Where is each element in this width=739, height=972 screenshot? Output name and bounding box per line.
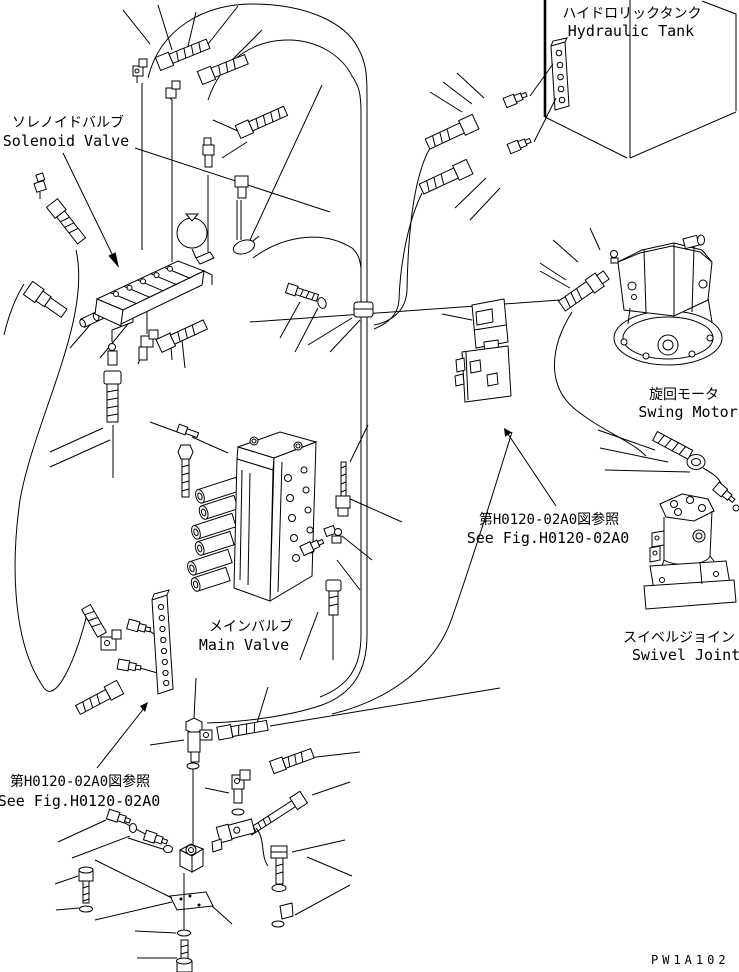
main-valve-label-en: Main Valve (199, 636, 289, 654)
hose-clamp (284, 282, 374, 318)
hose-fitting (154, 38, 211, 72)
hose-fitting (268, 747, 315, 775)
elbow-fitting (231, 769, 251, 816)
solenoid-valve-label-jp: ソレノイドバルブ (12, 114, 124, 131)
mount-plate (169, 891, 214, 911)
bottom-assembly (78, 717, 315, 972)
tank-hose-end (418, 158, 474, 195)
manifold-bar (151, 594, 174, 695)
valve-top-bolt (175, 423, 200, 439)
see-fig-right-label-jp: 第H0120-02A0図参照 (479, 511, 619, 528)
hose-fitting (155, 319, 208, 354)
mount-bolt (78, 866, 94, 913)
tank-port-manifold (550, 37, 570, 111)
check-valve-fitting (202, 137, 215, 168)
main-valve-label-jp: メインバルブ (209, 618, 293, 635)
tee-fitting (185, 717, 213, 770)
hose-coupling (22, 280, 68, 319)
swivel-flange-lower (643, 579, 737, 610)
left-hose-fittings (3, 172, 87, 336)
junction-manifold (74, 589, 174, 716)
clamp-washer (317, 297, 327, 309)
hose-fitting (45, 197, 87, 245)
hydraulic-tank-label-en: Hydraulic Tank (568, 22, 694, 40)
main-valve-left (233, 458, 274, 602)
clamp-bolt (284, 282, 320, 302)
washer (271, 920, 285, 928)
elbow-fitting (132, 58, 148, 83)
leader-lines (49, 4, 691, 959)
block-fitting (163, 838, 223, 873)
motor-hose-fitting (557, 270, 610, 312)
hose-fitting (216, 719, 269, 741)
cap-fitting (107, 343, 118, 366)
pipe-fitting (234, 175, 249, 199)
labels: ハイドロリックタンク Hydraulic Tank ソレノイドバルブ Solen… (0, 6, 739, 967)
small-fitting (33, 172, 47, 199)
top-left-fittings (132, 38, 289, 199)
valve-side-bolt (177, 444, 194, 498)
main-valve (175, 423, 351, 616)
swing-motor (557, 234, 723, 366)
accumulator-valve-cap (184, 213, 200, 222)
accumulator-ball (176, 217, 208, 249)
washer (79, 905, 93, 913)
hydraulic-tank-label-jp: ハイドロリックタンク (562, 6, 701, 22)
swivel-joint (643, 430, 739, 610)
see-fig-bottom-arrowhead (140, 702, 148, 712)
clamp-ring (232, 239, 256, 255)
solenoid-valve-assembly (79, 213, 260, 328)
elbow-fitting (165, 80, 181, 101)
see-fig-bottom-leader (96, 706, 146, 769)
elbow-fitting (138, 329, 159, 361)
hose-fitting (234, 105, 289, 140)
swivel-joint-label-jp: スイベルジョイント (623, 630, 739, 646)
hose-coupling (215, 818, 256, 844)
bracket-component (454, 298, 512, 403)
figure-code: PW1A102 (651, 953, 730, 967)
washer (177, 929, 191, 937)
see-fig-right-leader (507, 433, 557, 507)
lower-hose-end (74, 679, 125, 716)
flange-bolt (270, 845, 294, 928)
washer (231, 808, 245, 816)
see-fig-bottom-label-jp: 第H0120-02A0図参照 (10, 773, 150, 790)
swivel-hose-flange (686, 454, 706, 470)
mid-left-fittings (103, 319, 208, 423)
solenoid-label-leader (62, 152, 115, 259)
solenoid-valve-body-front (94, 298, 124, 327)
washer (186, 762, 200, 770)
hose-fitting (196, 53, 249, 86)
swivel-hose (651, 430, 694, 460)
valve-stud (335, 461, 351, 517)
see-fig-bottom-label-en: See Fig.H0120-02A0 (0, 792, 160, 810)
washer (271, 884, 287, 892)
o-ring (129, 823, 137, 833)
accumulator-bracket (195, 251, 215, 265)
motor-top-port (682, 234, 705, 250)
solenoid-valve-body-side (120, 270, 205, 325)
swing-motor-label-jp: 旋回モータ (649, 387, 719, 403)
motor-cap (610, 250, 619, 264)
see-fig-right-label-en: See Fig.H0120-02A0 (467, 529, 630, 547)
reference-arrows (62, 152, 557, 769)
bottom-bolt (176, 929, 193, 972)
bracket-lower (461, 345, 512, 403)
pressure-sensor-fitting (323, 524, 342, 544)
long-bolt (247, 790, 309, 836)
solenoid-valve-label-en: Solenoid Valve (3, 132, 129, 150)
manifold-hose (80, 603, 108, 638)
hose-end-fitting (103, 370, 122, 423)
hydraulic-tank (418, 0, 737, 195)
tank-hose-end (424, 113, 480, 150)
manifold-elbow (100, 629, 122, 651)
see-fig-right-arrowhead (504, 428, 512, 437)
drain-hose-end (325, 579, 342, 616)
swivel-joint-label-en: Swivel Joint (632, 646, 739, 664)
swing-motor-label-en: Swing Motor (638, 403, 737, 421)
solenoid-label-arrowhead (108, 252, 119, 268)
main-valve-spools (187, 476, 241, 592)
